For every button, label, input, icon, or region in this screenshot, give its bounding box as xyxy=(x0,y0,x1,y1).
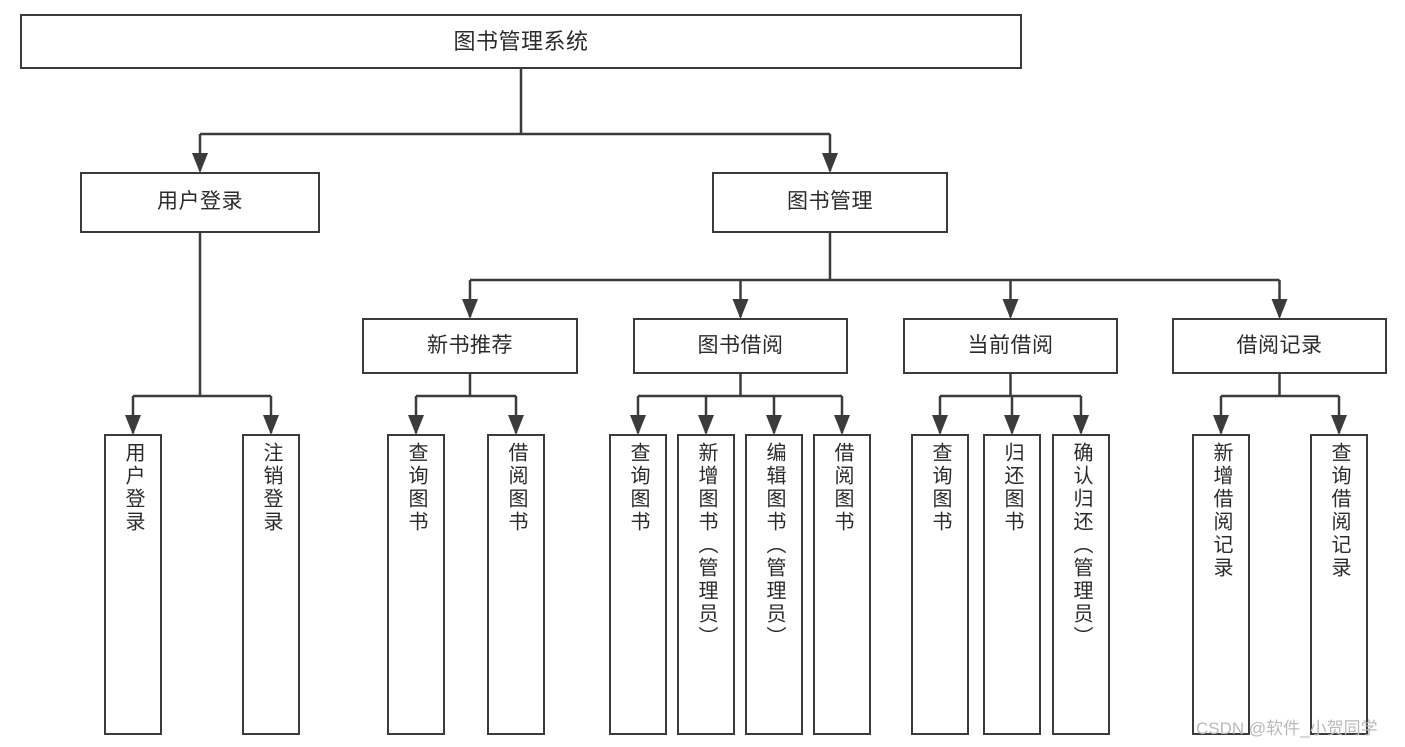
node-label: 注销登录 xyxy=(260,442,282,534)
node-leaf-query-book-1[interactable]: 查询图书 xyxy=(387,434,445,735)
node-label: 图书借阅 xyxy=(697,333,784,357)
node-leaf-user-logout[interactable]: 注销登录 xyxy=(242,434,300,735)
node-book-borrow[interactable]: 图书借阅 xyxy=(633,318,848,374)
node-leaf-edit-book[interactable]: 编辑图书（管理员） xyxy=(745,434,803,735)
node-label: 当前借阅 xyxy=(967,333,1054,357)
node-borrow-record[interactable]: 借阅记录 xyxy=(1172,318,1387,374)
node-label: 用户登录 xyxy=(157,190,243,214)
node-leaf-return-book[interactable]: 归还图书 xyxy=(983,434,1041,735)
node-label: 图书管理系统 xyxy=(453,28,589,54)
node-leaf-user-login[interactable]: 用户登录 xyxy=(104,434,162,735)
watermark: CSDN @软件_小贺同学 xyxy=(1196,719,1378,738)
node-label: 归还图书 xyxy=(1001,442,1023,534)
node-leaf-query-record[interactable]: 查询借阅记录 xyxy=(1310,434,1368,735)
node-leaf-add-record[interactable]: 新增借阅记录 xyxy=(1192,434,1250,735)
node-root[interactable]: 图书管理系统 xyxy=(20,14,1022,69)
node-leaf-query-book-2[interactable]: 查询图书 xyxy=(609,434,667,735)
node-leaf-query-book-3[interactable]: 查询图书 xyxy=(911,434,969,735)
node-label: 确认归还（管理员） xyxy=(1070,442,1092,649)
node-label: 查询借阅记录 xyxy=(1328,442,1350,580)
node-label: 图书管理 xyxy=(787,190,873,214)
node-new-book-rec[interactable]: 新书推荐 xyxy=(362,318,578,374)
node-label: 借阅图书 xyxy=(831,442,853,534)
node-label: 新增借阅记录 xyxy=(1210,442,1232,580)
node-leaf-confirm-return[interactable]: 确认归还（管理员） xyxy=(1052,434,1110,735)
node-label: 查询图书 xyxy=(929,442,951,534)
node-label: 借阅图书 xyxy=(505,442,527,534)
node-book-mgmt[interactable]: 图书管理 xyxy=(712,172,948,233)
node-label: 新增图书（管理员） xyxy=(695,442,717,649)
node-label: 查询图书 xyxy=(627,442,649,534)
node-user-login[interactable]: 用户登录 xyxy=(80,172,320,233)
node-leaf-borrow-book-1[interactable]: 借阅图书 xyxy=(487,434,545,735)
node-current-borrow[interactable]: 当前借阅 xyxy=(903,318,1118,374)
node-label: 查询图书 xyxy=(405,442,427,534)
node-label: 新书推荐 xyxy=(427,333,513,357)
node-leaf-add-book[interactable]: 新增图书（管理员） xyxy=(677,434,735,735)
node-leaf-borrow-book-2[interactable]: 借阅图书 xyxy=(813,434,871,735)
node-label: 编辑图书（管理员） xyxy=(763,442,785,649)
node-label: 借阅记录 xyxy=(1236,333,1323,357)
node-label: 用户登录 xyxy=(122,442,144,534)
